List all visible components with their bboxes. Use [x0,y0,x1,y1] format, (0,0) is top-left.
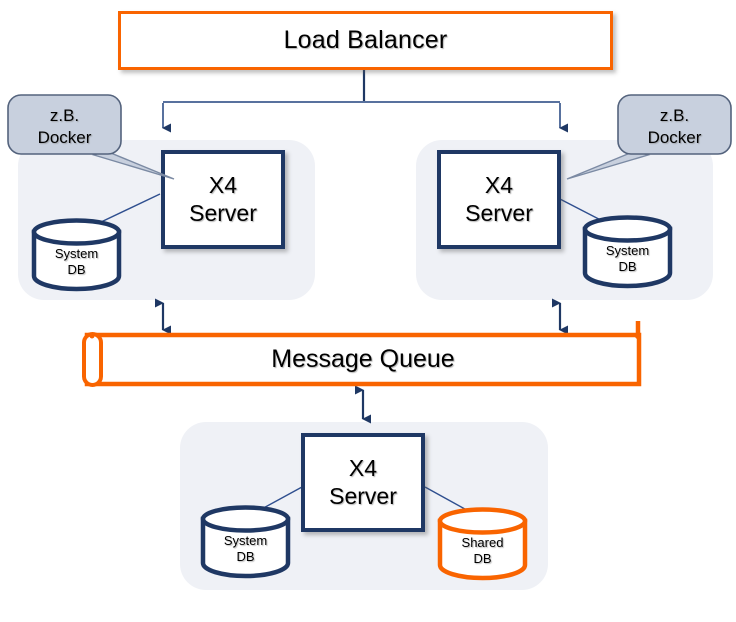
system-db-left-label: System DB [54,246,99,278]
callout-right[interactable]: z.B. Docker [560,93,735,183]
message-queue-node[interactable]: Message Queue [80,321,646,390]
callout-left-label: z.B. Docker [37,106,92,148]
connector-lb-tree [162,70,568,133]
shared-db-label: Shared DB [461,535,504,567]
system-db-bottom-node[interactable]: System DB [200,505,291,579]
shared-db-node[interactable]: Shared DB [437,507,528,581]
system-db-right-label: System DB [605,243,650,275]
x4-server-right-label: X4 Server [465,172,533,226]
message-queue-label: Message Queue [271,345,455,374]
message-queue-label-wrap: Message Queue [80,330,646,390]
callout-right-label: z.B. Docker [647,106,702,148]
x4-server-left-node[interactable]: X4 Server [161,150,285,249]
x4-server-right-node[interactable]: X4 Server [437,150,561,249]
x4-server-bottom-label: X4 Server [329,455,397,509]
x4-server-bottom-node[interactable]: X4 Server [301,433,425,532]
load-balancer-node[interactable]: Load Balancer [118,11,613,70]
x4-server-left-label: X4 Server [189,172,257,226]
system-db-right-node[interactable]: System DB [582,215,673,289]
system-db-bottom-label: System DB [223,533,268,565]
callout-left[interactable]: z.B. Docker [6,93,181,183]
system-db-left-node[interactable]: System DB [31,218,122,292]
load-balancer-label: Load Balancer [283,25,448,54]
